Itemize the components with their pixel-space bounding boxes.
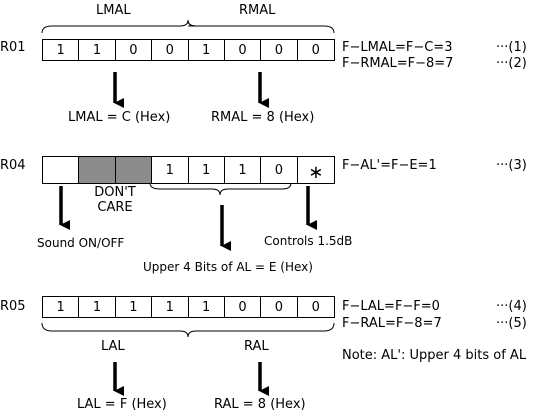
dont-care-label: DON'T CARE: [94, 185, 136, 215]
equation-ref: ···(3): [496, 158, 527, 173]
r05-bracket-right: [187, 322, 335, 338]
group-label-rmal: RMAL: [239, 3, 276, 18]
bit-cell: 0: [261, 157, 298, 183]
r04-bracket: [149, 182, 292, 196]
bit-cell: 0: [225, 297, 262, 317]
note: Note: AL': Upper 4 bits of AL: [342, 348, 527, 363]
equation-rmal: F−RMAL=F−8=7: [342, 56, 454, 71]
register-name-r05: R05: [0, 299, 26, 314]
result-sound-on-off: Sound ON/OFF: [37, 236, 125, 250]
group-label-lal: LAL: [101, 339, 125, 354]
group-label-lmal: LMAL: [96, 3, 131, 18]
bit-cell: 0: [225, 40, 262, 60]
result-rmal: RMAL = 8 (Hex): [211, 110, 315, 125]
bit-cell: 0: [152, 40, 189, 60]
result-lmal: LMAL = C (Hex): [68, 110, 171, 125]
register-r04: 1 1 1 0 ∗: [42, 156, 335, 184]
dont-care-cell: [115, 157, 153, 183]
register-r01: 1 1 0 0 1 0 0 0: [42, 39, 335, 61]
equation-ref: ···(2): [496, 56, 527, 71]
equation-lmal: F−LMAL=F−C=3: [342, 40, 453, 55]
equation-ref: ···(4): [496, 299, 527, 314]
star-cell: ∗: [308, 161, 324, 183]
bit-cell: 0: [116, 40, 153, 60]
r05-bracket-left: [41, 322, 189, 338]
equation-ref: ···(5): [496, 316, 527, 331]
bit-cell: 1: [152, 157, 189, 183]
equation-lal: F−LAL=F−F=0: [342, 299, 440, 314]
bit-cell: 1: [189, 40, 225, 60]
bit-cell: 1: [79, 297, 116, 317]
equation-ral: F−RAL=F−8=7: [342, 316, 442, 331]
result-controls: Controls 1.5dB: [264, 234, 353, 248]
result-upper-al: Upper 4 Bits of AL = E (Hex): [143, 260, 313, 274]
bit-cell: 0: [261, 297, 298, 317]
bit-cell: 0: [261, 40, 298, 60]
bit-cell: 1: [43, 40, 80, 60]
r01-bracket-left: [41, 19, 197, 34]
bit-cell: 1: [189, 297, 225, 317]
dont-care-cell: [79, 157, 116, 183]
group-label-ral: RAL: [244, 339, 269, 354]
bit-cell: 1: [152, 297, 189, 317]
result-lal: LAL = F (Hex): [77, 397, 167, 412]
r01-bracket-right: [187, 19, 335, 34]
bit-cell: 1: [116, 297, 153, 317]
register-name-r01: R01: [0, 40, 26, 55]
register-r05: 1 1 1 1 1 0 0 0: [42, 296, 335, 318]
bit-cell: 1: [225, 157, 262, 183]
bit-cell: 0: [311, 299, 320, 315]
bit-cell: [43, 157, 80, 183]
register-name-r04: R04: [0, 158, 26, 173]
result-ral: RAL = 8 (Hex): [214, 397, 306, 412]
bit-cell: 0: [311, 42, 320, 58]
bit-cell: 1: [189, 157, 225, 183]
bit-cell: 1: [43, 297, 80, 317]
equation-al: F−AL'=F−E=1: [342, 158, 437, 173]
equation-ref: ···(1): [496, 40, 527, 55]
bit-cell: 1: [79, 40, 116, 60]
